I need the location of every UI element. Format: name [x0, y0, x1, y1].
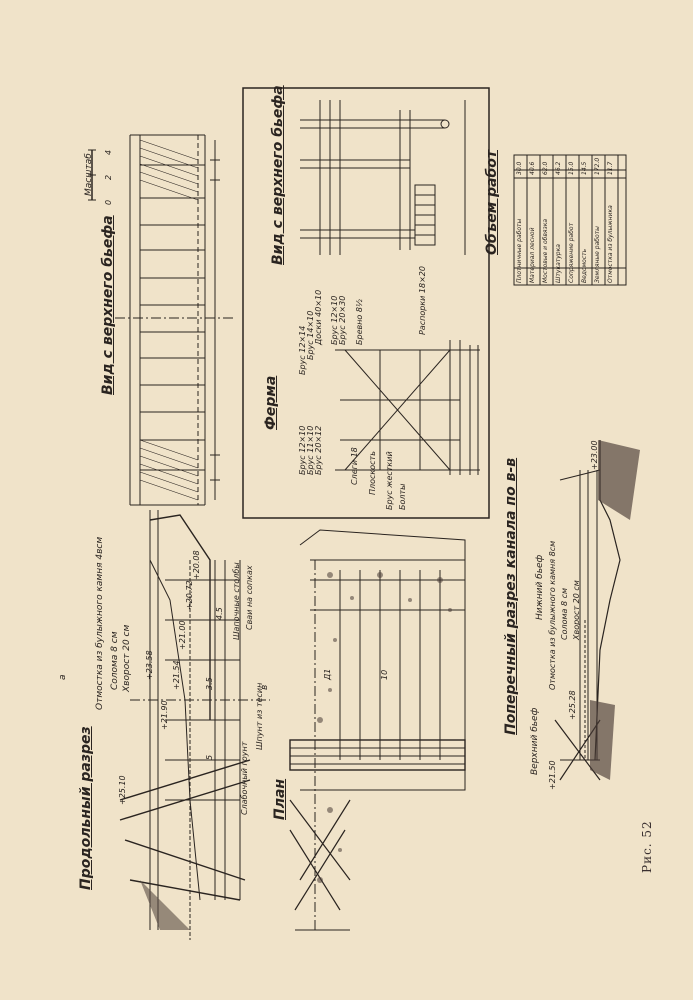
- mark-5: +21.00: [178, 620, 187, 650]
- truss-drawing: [335, 340, 480, 475]
- volume-title: Объем работ: [484, 150, 500, 255]
- table-row: Ведомость: [581, 248, 588, 283]
- table-cell-value: 30.0: [516, 161, 523, 175]
- truss-label-14: Болты: [398, 483, 407, 510]
- frame-view-drawing: [300, 100, 466, 255]
- note-straw: Солома 8 см: [110, 631, 120, 690]
- mark-7: +20.08: [192, 550, 201, 580]
- table-row: Сопряжение работ: [568, 222, 575, 283]
- cross-downstream: Нижний бьеф: [535, 554, 545, 620]
- note-sheet-pile: Шпунт из тесин: [255, 682, 264, 750]
- mark-6: +20.72: [185, 580, 194, 610]
- cross-note-straw: Солома 8 см: [560, 587, 569, 640]
- table-cell-value: 14.5: [581, 161, 588, 175]
- plan-label-1: Д1: [323, 668, 332, 680]
- mark-1: +25.10: [118, 775, 127, 805]
- mark-2: +23.58: [145, 650, 154, 680]
- truss-label-10: Слеги 18: [350, 447, 359, 485]
- note-piles: Сваи на сопках: [245, 565, 254, 630]
- note-paving: Отмостка из булыжного камня 4всм: [95, 536, 105, 710]
- table-row: Земляные работы: [594, 226, 601, 283]
- table-cell-value: 11.7: [607, 161, 614, 175]
- section-mark-a: а: [58, 674, 68, 680]
- truss-frame-box: [242, 87, 490, 519]
- scale-label: Масштаб: [84, 153, 94, 196]
- truss-label-11: Распорки 18×20: [418, 266, 427, 335]
- table-cell-value: 62.0: [542, 161, 549, 175]
- plan-drawing: [289, 529, 466, 931]
- cross-mark-3: +23.00: [590, 440, 599, 470]
- truss-label-3: Доски 40×10: [314, 289, 323, 345]
- scale-tick-4: 4: [104, 149, 113, 155]
- cross-section-title: Поперечный разрез канала по в-в: [503, 457, 519, 735]
- table-row: Отмостка из булыжника: [607, 205, 614, 283]
- truss-label-9: Брус 20×12: [314, 425, 323, 475]
- truss-label-13: Брус жесткий: [385, 451, 394, 510]
- upstream-view-title: Вид с верхнего бьефа: [100, 215, 116, 395]
- scale-tick-0: 0: [104, 199, 113, 205]
- table-row: Плотничные работы: [516, 218, 523, 283]
- cross-mark-2: +21.50: [548, 760, 557, 790]
- dim-3: 4.5: [215, 607, 224, 620]
- figure-caption: Рис. 52: [640, 820, 654, 873]
- note-ground: Слабочный грунт: [240, 741, 249, 815]
- dim-1: 3.5: [205, 677, 214, 690]
- scale-tick-2: 2: [104, 174, 113, 180]
- cross-note-paving: Отмостка из булыжного камня 8см: [548, 540, 557, 690]
- cross-mark-1: +25.28: [568, 690, 577, 720]
- table-row: Мостовые и обвязка: [542, 219, 549, 283]
- table-cell-value: 40.6: [529, 161, 536, 175]
- table-cell-value: 172.0: [594, 157, 601, 175]
- frame-view-title: Вид с верхнего бьефа: [270, 85, 286, 265]
- cross-section-drawing: [554, 440, 640, 781]
- truss-title: Ферма: [263, 375, 279, 430]
- cross-upstream: Верхний бьеф: [530, 707, 540, 775]
- volume-table-grid: [513, 154, 627, 286]
- longitudinal-section-title: Продольный разрез: [78, 726, 94, 890]
- truss-label-5: Брус 20×30: [338, 295, 347, 345]
- truss-label-6: Бревно 8½: [355, 299, 364, 345]
- longitudinal-section-drawing: [119, 510, 270, 940]
- section-mark-b: в: [260, 684, 270, 690]
- plan-title: План: [272, 778, 288, 820]
- table-cell-value: 46.2: [555, 161, 562, 175]
- table-row: Штукатурка: [555, 244, 562, 283]
- note-brushwood: Хворост 20 см: [122, 624, 132, 692]
- dim-2: 5: [205, 754, 214, 760]
- truss-label-12: Плоскость: [368, 451, 377, 495]
- plan-label-3: 10: [380, 669, 389, 680]
- cross-note-brush: Хворост 20 см: [572, 580, 581, 640]
- mark-3: +21.90: [160, 700, 169, 730]
- table-cell-value: 15.0: [568, 161, 575, 175]
- mark-4: +21.54: [172, 660, 181, 690]
- scale-bar: [88, 149, 96, 201]
- table-row: Материал лесной: [529, 227, 536, 284]
- note-cap: Шапочные столбы: [232, 562, 241, 640]
- upstream-view-drawing: [115, 134, 235, 506]
